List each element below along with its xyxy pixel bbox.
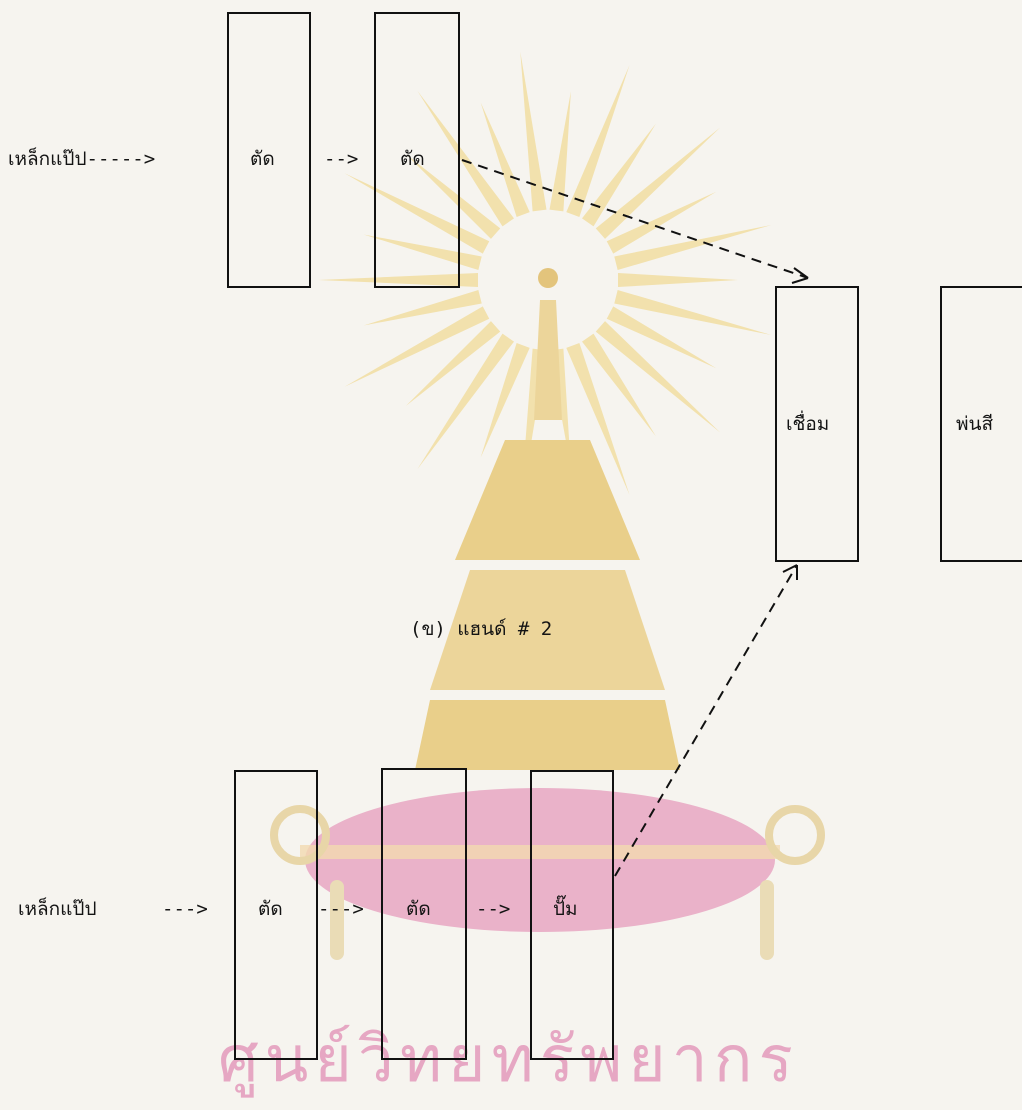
connector-bottom-to-weld	[615, 565, 797, 876]
connector-arrows	[0, 0, 1022, 1047]
diagram-canvas: ศูนย์วิทยทรัพยากร เหล็กแป๊ป-----> ตัด --…	[0, 0, 1022, 1047]
connector-top-to-weld	[462, 160, 808, 278]
